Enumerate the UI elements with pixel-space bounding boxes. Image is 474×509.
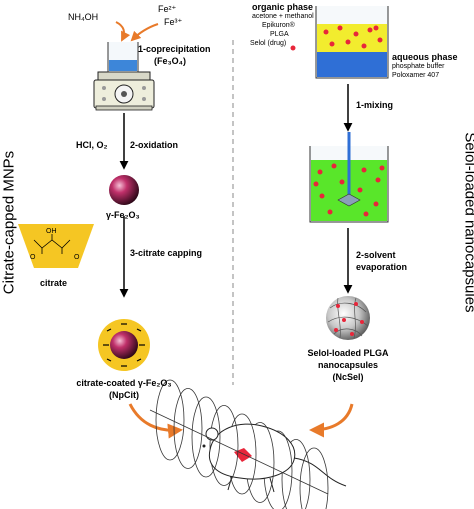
coil-turn: [173, 388, 189, 469]
drug-droplet: [313, 181, 319, 187]
hotplate-stirrer: [93, 71, 155, 111]
drug-droplet: [357, 187, 363, 193]
drug-droplet: [361, 167, 367, 173]
aqueous-phase-title: aqueous phase: [392, 52, 458, 62]
step3-label: 3-citrate capping: [130, 248, 203, 258]
organic-phase-title: organic phase: [252, 2, 314, 12]
drug-droplet: [329, 41, 335, 47]
mixed-droplets: [313, 163, 385, 217]
coil-turn: [187, 388, 203, 469]
reagent-fe2: Fe²⁺: [158, 4, 177, 14]
final-right-line2: nanocapsules: [317, 360, 379, 370]
citrate-label: citrate: [40, 278, 68, 288]
citrate-oh-label: OH: [46, 228, 57, 235]
mixing-label: 1-mixing: [356, 100, 394, 110]
coil-turn: [155, 379, 171, 461]
organic-phase-line: Selol (drug): [250, 40, 287, 47]
coil-turn: [299, 447, 315, 509]
reagent-arrow: [130, 23, 159, 42]
mixing-beaker: [309, 132, 389, 223]
coil-turn: [191, 396, 207, 478]
step2-label: 2-oxidation: [130, 140, 179, 150]
final-right-line1: Selol-loaded PLGA: [307, 348, 389, 358]
final-left-code: (NpCit): [109, 390, 139, 400]
drug-legend-dot: [290, 45, 296, 51]
evaporation-label-2: evaporation: [356, 262, 408, 272]
coil-turn: [209, 405, 225, 486]
step1-product: (Fe₃O₄): [154, 56, 186, 66]
coil-turn: [169, 379, 185, 461]
evaporation-label-1: 2-solvent: [356, 250, 396, 260]
organic-phase-line: acetone + methanol: [252, 13, 314, 20]
maghemite-nanoparticle: [109, 175, 139, 205]
drug-droplet: [337, 25, 343, 31]
drug-droplet: [345, 39, 351, 45]
reaction-beaker: [107, 42, 139, 73]
organic-phase-line: PLGA: [270, 31, 289, 38]
curved-arrow: [128, 403, 183, 439]
drug-droplet: [377, 37, 383, 43]
step1-label: 1-coprecipitation: [138, 44, 211, 54]
drug-droplet: [327, 209, 333, 215]
reagent-arrow: [115, 21, 131, 42]
drug-droplets: [323, 25, 383, 49]
drug-droplet: [373, 25, 379, 31]
citrate-o-label: O: [30, 254, 36, 261]
citrate-coated-nanoparticle: [98, 319, 150, 371]
drug-droplet: [323, 29, 329, 35]
reagent-base: NH₄OH: [68, 12, 99, 22]
final-right-code: (NcSel): [332, 372, 364, 382]
drug-droplet: [367, 27, 373, 33]
drug-droplet: [353, 31, 359, 37]
coil-turn: [313, 447, 329, 509]
drug-droplet: [363, 211, 369, 217]
drug-droplet: [350, 332, 354, 336]
section-title-right: Selol-loaded nanocapsules: [461, 132, 474, 313]
coil-turn: [241, 413, 257, 495]
drug-droplet: [360, 320, 364, 324]
drug-droplet: [354, 302, 358, 306]
drug-droplet: [336, 304, 340, 308]
coil-turn: [295, 439, 311, 509]
drug-droplet: [317, 169, 323, 175]
maghemite-label: γ-Fe₂O₃: [106, 210, 140, 220]
phase-beaker: [315, 6, 389, 79]
coil-turn: [223, 405, 239, 486]
citrate-structure: [33, 234, 71, 254]
section-title-left: Citrate-capped MNPs: [0, 150, 18, 295]
drug-droplet: [373, 201, 379, 207]
drug-droplet: [334, 328, 338, 332]
aqueous-phase-line: phosphate buffer: [392, 63, 445, 70]
drug-droplet: [342, 318, 346, 322]
step2-reagents: HCl, O₂: [76, 140, 108, 150]
drug-droplet: [361, 43, 367, 49]
drug-droplet: [331, 163, 337, 169]
mouse-in-coil: [149, 379, 347, 509]
drug-droplet: [375, 177, 381, 183]
final-left-name: citrate-coated γ-Fe₂O₃: [76, 378, 172, 388]
coil-turn: [259, 422, 275, 503]
organic-phase-line: Epikuron®: [262, 22, 295, 29]
reagent-fe3: Fe³⁺: [164, 17, 183, 27]
encapsulated-drug: [334, 302, 364, 336]
coil-turn: [205, 396, 221, 478]
curved-arrow: [309, 403, 354, 438]
plga-nanocapsule: [326, 296, 370, 340]
drug-droplet: [379, 165, 385, 171]
coil-turn: [277, 430, 293, 509]
drug-droplet: [339, 179, 345, 185]
aqueous-phase-line: Poloxamer 407: [392, 72, 440, 79]
citrate-molecule: [18, 224, 94, 268]
citrate-o-label: O: [74, 254, 80, 261]
drug-droplet: [319, 193, 325, 199]
